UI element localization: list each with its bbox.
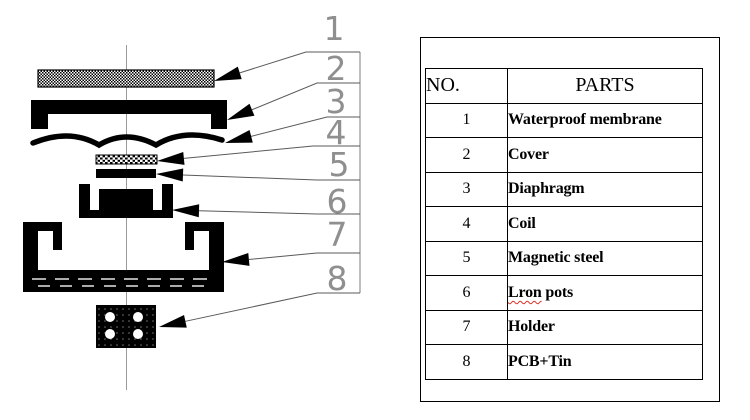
callout-arrowhead-cover [227,103,255,120]
callout-arrowhead-waterproof-membrane [214,66,242,81]
table-header-row: NO. PARTS [425,68,703,104]
callout-arrowhead-holder [222,252,250,266]
callout-leader-line-magnetic-steel [182,174,360,181]
iron-pot-shape [79,184,173,218]
waterproof-membrane-shape [37,69,215,88]
callout-leader-line-holder [248,252,360,260]
callout-arrowhead-diaphragm [225,130,253,143]
part-number-cell: 8 [425,344,508,380]
callout-number-5: 5 [329,145,350,184]
pcb-pad-hole [105,329,115,339]
callout-arrowhead-iron-pots [172,204,200,218]
callout-arrowhead-magnetic-steel [156,168,184,182]
coil-shape [95,154,158,165]
part-name-cell: Holder [507,309,703,345]
misspelled-word: Lron [508,283,542,301]
callout-leader-line-diaphragm [251,116,360,137]
callout-number-8: 8 [327,259,348,298]
callout-number-1: 1 [324,9,345,48]
callout-leader-line-coil [183,145,360,159]
part-number-cell: 1 [425,102,508,138]
part-number-cell: 6 [425,275,508,311]
cover-shape [31,100,227,129]
callout-number-6: 6 [327,182,348,221]
part-number-cell: 7 [425,309,508,345]
callout-arrowhead-coil [157,151,185,165]
callout-leader-line-waterproof-membrane [239,51,360,74]
part-number-cell: 3 [425,171,508,207]
holder-shape [23,222,224,292]
pcb-shape [96,305,156,348]
callout-leader-line-pcb-tin [185,292,360,322]
callout-number-3: 3 [326,82,347,121]
column-header-parts: PARTS [507,68,703,104]
diaphragm-shape [30,132,225,149]
iron-pot-core-shape [99,189,153,210]
callout-arrowhead-pcb-tin [159,314,187,328]
part-number-cell: 4 [425,206,508,242]
callout-number-2: 2 [326,49,347,88]
part-name-cell: Diaphragm [507,171,703,207]
callout-number-7: 7 [327,215,348,254]
part-name-cell: Lron pots [507,275,703,311]
magnetic-steel-shape [96,169,156,178]
part-name-cell: Cover [507,137,703,173]
part-name-cell: Waterproof membrane [507,102,703,138]
callout-leader-line-iron-pots [198,210,360,215]
pcb-pad-hole [133,329,143,339]
callout-number-4: 4 [326,113,347,152]
callout-leader-line-cover [251,82,360,111]
part-number-cell: 2 [425,137,508,173]
part-number-cell: 5 [425,240,508,276]
column-header-no: NO. [425,68,508,104]
part-name-cell: Magnetic steel [507,240,703,276]
pcb-pad-hole [133,312,143,322]
part-name-cell: PCB+Tin [507,344,703,380]
pcb-pad-hole [105,312,115,322]
part-name-cell: Coil [507,206,703,242]
